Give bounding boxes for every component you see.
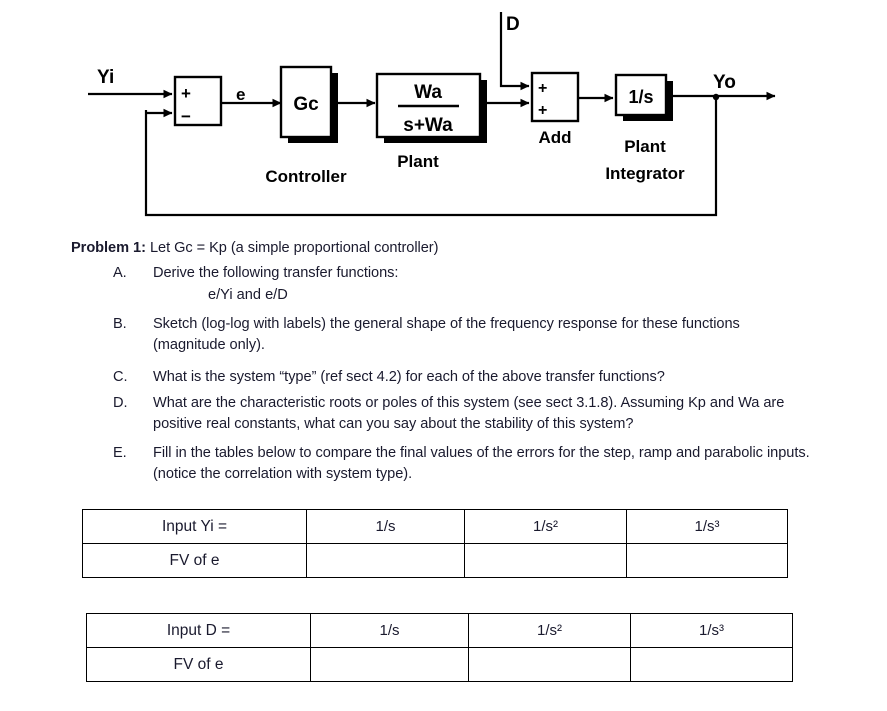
table-row: FV of e	[86, 647, 793, 682]
table-yi-header-label: Input Yi =	[82, 509, 307, 544]
plant-numerator: Wa	[414, 82, 442, 103]
table-d-cell-1[interactable]	[310, 647, 469, 682]
disturbance-wire	[499, 12, 530, 91]
table-row: FV of e	[82, 543, 788, 578]
table-d-cell-2[interactable]	[468, 647, 631, 682]
table-row: Input Yi = 1/s 1/s² 1/s³	[82, 509, 788, 544]
problem-item-a-text: Derive the following transfer functions:	[153, 265, 399, 281]
problem-item-e-text: Fill in the tables below to compare the …	[153, 445, 810, 482]
problem-item-e: E. Fill in the tables below to compare t…	[113, 443, 818, 484]
problem-item-e-marker: E.	[113, 445, 127, 461]
table-d-header-col3: 1/s³	[630, 613, 793, 648]
problem-item-d-marker: D.	[113, 395, 128, 411]
final-value-table-d: Input D = 1/s 1/s² 1/s³ FV of e	[86, 613, 793, 682]
problem-item-b: B. Sketch (log-log with labels) the gene…	[113, 314, 793, 355]
error-label: e	[236, 85, 245, 104]
yo-label: Yo	[713, 72, 736, 93]
problem-item-d: D. What are the characteristic roots or …	[113, 393, 813, 434]
block-diagram: Yi + − e Gc Controller Wa s+Wa Plant D +…	[0, 0, 887, 232]
block-diagram-svg: Yi + − e Gc Controller Wa s+Wa Plant D +…	[88, 12, 776, 217]
table-yi-cell-2[interactable]	[464, 543, 627, 578]
table-yi-cell-3[interactable]	[626, 543, 788, 578]
problem-item-c: C. What is the system “type” (ref sect 4…	[113, 367, 853, 388]
table-d-header-label: Input D =	[86, 613, 311, 648]
table-yi-header-col1: 1/s	[306, 509, 465, 544]
table-yi-row-label: FV of e	[82, 543, 307, 578]
integrator-caption-line1: Plant	[624, 137, 666, 156]
add-plus-sign-bottom: +	[538, 102, 547, 119]
problem-item-b-text: Sketch (log-log with labels) the general…	[153, 316, 740, 353]
problem-item-c-text: What is the system “type” (ref sect 4.2)…	[153, 369, 665, 385]
problem-item-b-marker: B.	[113, 316, 127, 332]
table-d-row-label: FV of e	[86, 647, 311, 682]
sum-minus-sign: −	[181, 107, 191, 126]
summing-junction-block	[173, 75, 223, 127]
yi-label: Yi	[97, 67, 114, 88]
problem-item-a-marker: A.	[113, 265, 127, 281]
problem-heading: Problem 1: Let Gc = Kp (a simple proport…	[71, 240, 438, 256]
integrator-block-label: 1/s	[628, 87, 653, 107]
output-tap-node	[712, 93, 720, 101]
feedback-path-wire	[144, 97, 718, 217]
table-d-cell-3[interactable]	[630, 647, 793, 682]
plant-denominator: s+Wa	[403, 115, 453, 136]
add-plus-sign-top: +	[538, 80, 547, 97]
controller-caption: Controller	[265, 167, 347, 186]
disturbance-label: D	[506, 14, 520, 35]
table-yi-cell-1[interactable]	[306, 543, 465, 578]
plant-caption: Plant	[397, 152, 439, 171]
sum-plus-sign: +	[181, 84, 191, 103]
add-caption: Add	[538, 128, 571, 147]
problem-label: Problem 1:	[71, 240, 146, 256]
problem-item-a: A. Derive the following transfer functio…	[113, 263, 813, 284]
table-yi-header-col3: 1/s³	[626, 509, 788, 544]
controller-block-label: Gc	[293, 94, 319, 115]
table-d-header-col2: 1/s²	[468, 613, 631, 648]
problem-item-a-subline: e/Yi and e/D	[208, 287, 288, 303]
table-row: Input D = 1/s 1/s² 1/s³	[86, 613, 793, 648]
add-block	[530, 71, 580, 123]
table-yi-header-col2: 1/s²	[464, 509, 627, 544]
problem-item-d-text: What are the characteristic roots or pol…	[153, 395, 785, 432]
table-d-header-col1: 1/s	[310, 613, 469, 648]
problem-statement-text: Let Gc = Kp (a simple proportional contr…	[149, 240, 439, 256]
integrator-caption-line2: Integrator	[605, 164, 685, 183]
final-value-table-yi: Input Yi = 1/s 1/s² 1/s³ FV of e	[82, 509, 788, 578]
problem-item-c-marker: C.	[113, 369, 128, 385]
